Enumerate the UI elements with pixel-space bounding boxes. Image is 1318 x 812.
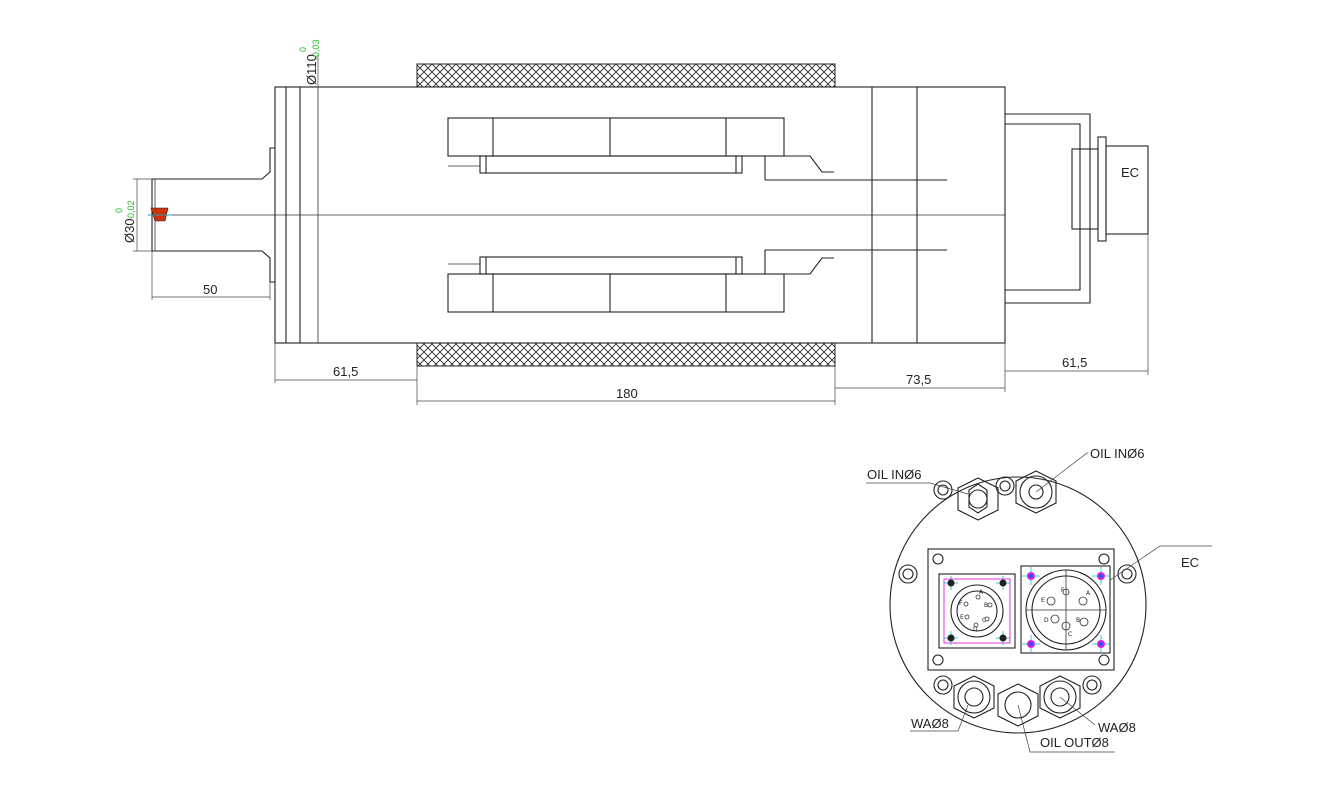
knurl-bottom bbox=[416, 342, 836, 367]
svg-text:C: C bbox=[1068, 631, 1072, 638]
body-tol-lower: -0,03 bbox=[311, 39, 321, 60]
svg-text:D: D bbox=[973, 626, 978, 633]
body-tol-upper: 0 bbox=[298, 47, 308, 52]
svg-text:F: F bbox=[1061, 587, 1065, 594]
svg-text:E: E bbox=[960, 614, 964, 621]
svg-text:D: D bbox=[1044, 617, 1049, 624]
wa-port-right bbox=[1039, 675, 1081, 719]
ec-end-label: EC bbox=[1181, 555, 1199, 570]
shaft-top-edge bbox=[152, 147, 275, 180]
svg-text:B: B bbox=[984, 602, 988, 609]
rear-housing bbox=[1005, 113, 1091, 304]
svg-text:A: A bbox=[979, 589, 984, 596]
shaft-tol-upper: 0 bbox=[114, 208, 124, 213]
connector-length-label: 61,5 bbox=[1062, 355, 1087, 370]
stator-upper bbox=[447, 117, 785, 157]
svg-text:B: B bbox=[1076, 617, 1080, 624]
side-dimensions: Ø30 0 -0,02 Ø110 0 -0,03 50 61,5 180 73,… bbox=[114, 39, 1149, 405]
mounting-holes bbox=[898, 476, 1137, 695]
side-view: EC bbox=[148, 63, 1149, 367]
center-length-label: 180 bbox=[616, 386, 638, 401]
shaft-tol-lower: -0,02 bbox=[126, 200, 136, 221]
shaft-bottom-edge bbox=[152, 250, 275, 283]
shaft-marker bbox=[150, 207, 169, 222]
svg-text:OIL INØ6: OIL INØ6 bbox=[867, 467, 921, 482]
body-diameter-label: Ø110 bbox=[304, 54, 319, 85]
svg-text:WAØ8: WAØ8 bbox=[911, 716, 949, 731]
oil-in-port-right bbox=[1015, 470, 1057, 514]
shaft-diameter-label: Ø30 bbox=[122, 218, 137, 243]
svg-text:WAØ8: WAØ8 bbox=[1098, 720, 1136, 735]
shaft-length-label: 50 bbox=[203, 282, 217, 297]
knurl-top bbox=[416, 63, 836, 88]
connector-side bbox=[1071, 148, 1099, 230]
oil-in-left-callout: OIL INØ6 bbox=[867, 467, 921, 482]
oil-in-right-callout: OIL INØ6 bbox=[1090, 446, 1144, 461]
wa-left-callout: WAØ8 bbox=[911, 716, 949, 731]
svg-text:F: F bbox=[959, 600, 963, 607]
wa-right-callout: WAØ8 bbox=[1098, 720, 1136, 735]
rear-length-label: 73,5 bbox=[906, 372, 931, 387]
svg-text:C: C bbox=[982, 617, 986, 624]
connector-plate bbox=[927, 548, 1115, 671]
svg-text:E: E bbox=[1041, 597, 1045, 604]
small-connector: A B C D E F bbox=[938, 573, 1016, 649]
oil-out-port bbox=[997, 683, 1039, 727]
oil-in-port-left bbox=[957, 477, 999, 521]
oil-out-callout: OIL OUTØ8 bbox=[1040, 735, 1109, 750]
ec-side-label: EC bbox=[1121, 165, 1139, 180]
svg-text:OIL INØ6: OIL INØ6 bbox=[1090, 446, 1144, 461]
svg-text:A: A bbox=[1086, 590, 1091, 597]
rotor-upper bbox=[479, 155, 743, 174]
svg-text:OIL OUTØ8: OIL OUTØ8 bbox=[1040, 735, 1109, 750]
leaders bbox=[866, 452, 1212, 753]
stator-lower bbox=[447, 273, 785, 313]
end-view: A B C D E F A B C D E F bbox=[866, 446, 1212, 753]
wa-port-left bbox=[953, 675, 995, 719]
rotor-lower bbox=[479, 256, 743, 275]
large-connector: A B C D E F bbox=[1020, 565, 1111, 654]
flange-length-label: 61,5 bbox=[333, 364, 358, 379]
end-face bbox=[889, 476, 1147, 734]
